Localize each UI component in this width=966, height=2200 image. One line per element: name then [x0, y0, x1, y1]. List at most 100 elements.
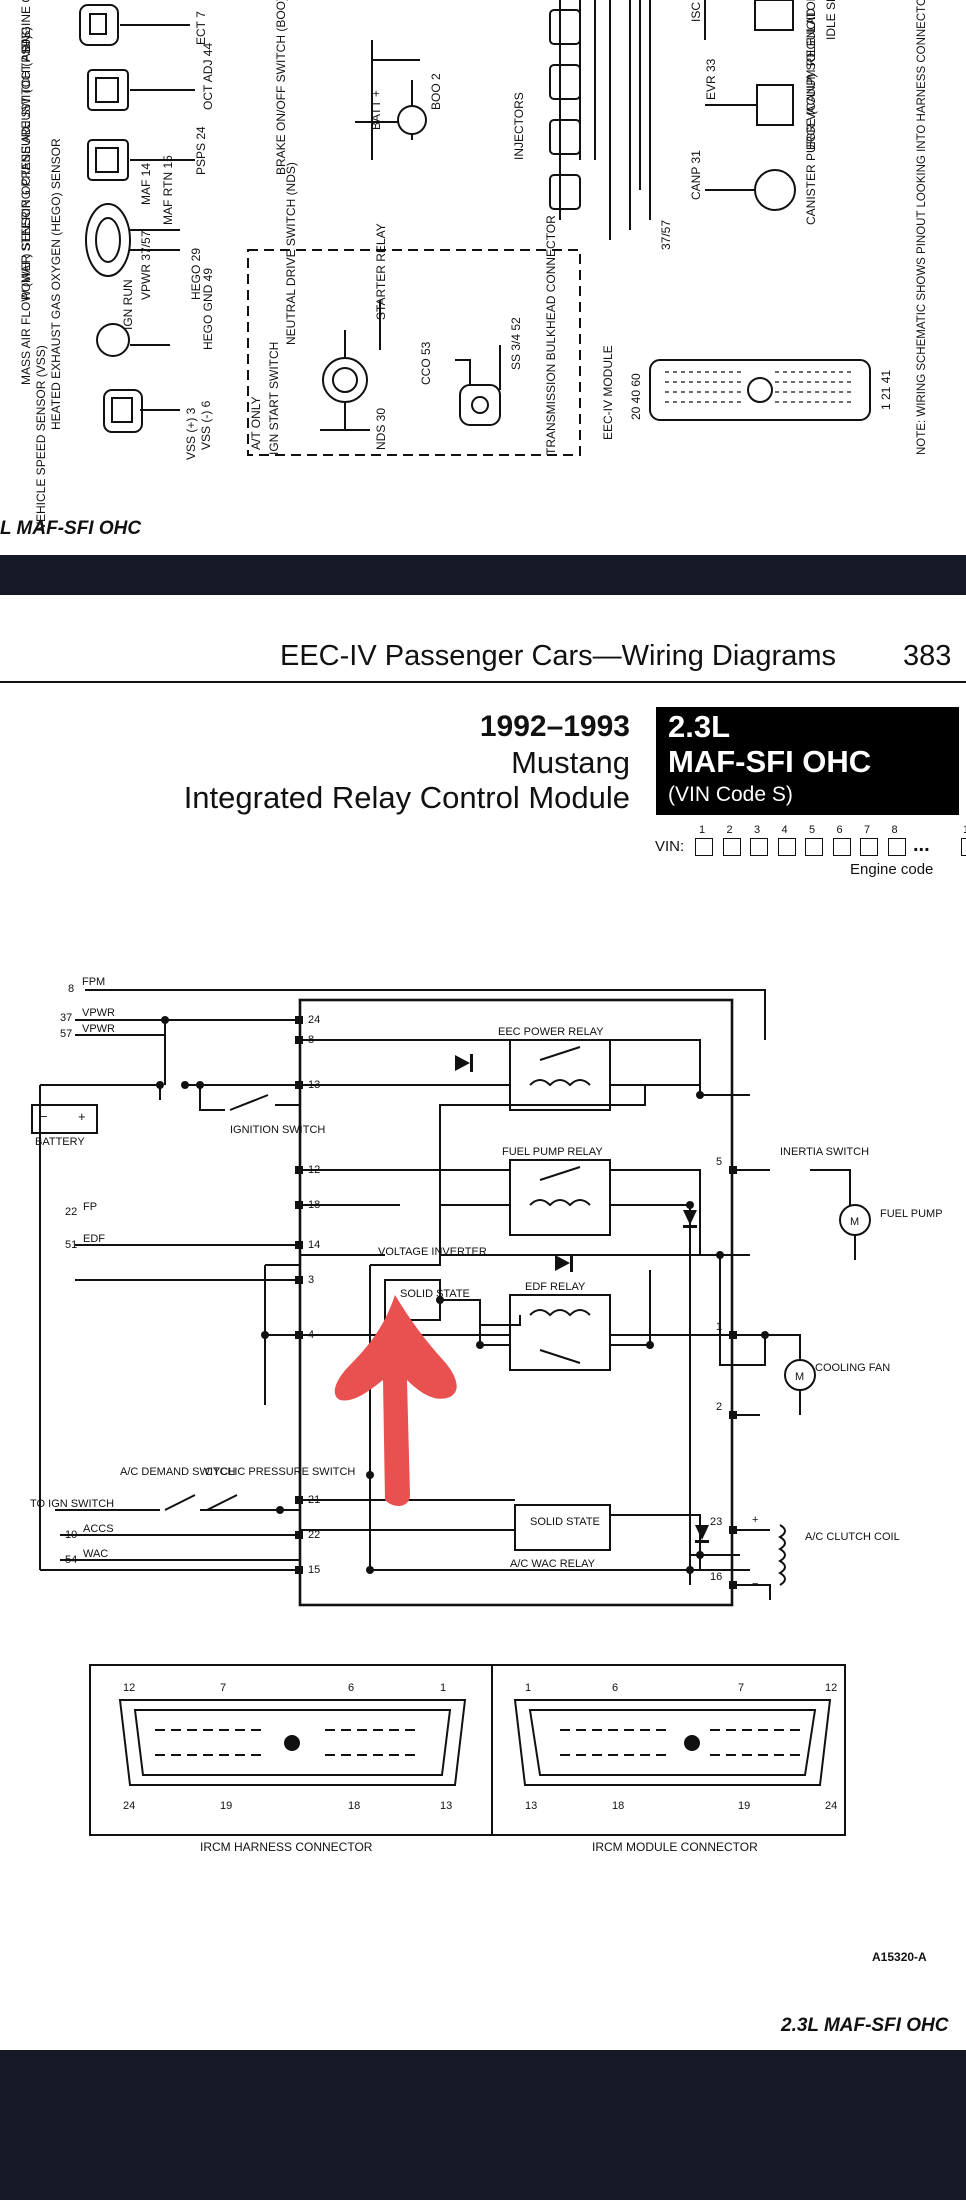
wire-vpwr57-name: VPWR [82, 1023, 115, 1035]
vin-position-number: 4 [781, 824, 788, 836]
vin-box [695, 838, 713, 856]
ignition-switch-label: IGNITION SWITCH [230, 1124, 325, 1136]
junction-dots [156, 1016, 769, 1574]
pin-23: 23 [710, 1516, 722, 1528]
module-pin-bottom-0: 13 [525, 1800, 538, 1812]
engine-size: 2.3L [668, 709, 731, 744]
vin-last-number: 17 [963, 824, 966, 836]
vin-position-number: 8 [891, 824, 898, 836]
vin-position-number: 2 [726, 824, 733, 836]
vin-position-number: 1 [699, 824, 706, 836]
hego-label: HEATED EXHAUST GAS OXYGEN (HEGO) SENSOR [49, 138, 63, 430]
engine-code-label: Engine code [850, 861, 934, 878]
wire-fpm-name: FPM [82, 976, 105, 988]
fuel-pump-relay-box [509, 1159, 611, 1236]
pin-2: 2 [716, 1401, 722, 1413]
harness-pin-top-2: 6 [348, 1682, 355, 1694]
vin-position-number: 5 [809, 824, 816, 836]
previous-wiring-diagram: ENGINE COOLANT TEMP (ECT) SENSOR OCTANE … [19, 0, 928, 530]
harness-pin-bottom-0: 24 [123, 1800, 136, 1812]
model-name: Mustang [511, 745, 630, 780]
boo-pin: BOO 2 [429, 73, 443, 110]
evr-pin: EVR 33 [704, 58, 718, 100]
previous-page-fragment: ENGINE COOLANT TEMP (ECT) SENSOR OCTANE … [0, 0, 966, 555]
pin-5: 5 [716, 1156, 722, 1168]
harness-pin-top-1: 7 [220, 1682, 227, 1694]
psps-label: POWER STEERING PRESSURE SWITCH (PSPS) [19, 27, 33, 300]
ac-clutch-label: A/C CLUTCH COIL [805, 1531, 900, 1543]
edf-relay-box [509, 1294, 611, 1371]
pin-16: 16 [710, 1571, 722, 1583]
ircm-module-outline [298, 998, 734, 1607]
wac-relay-label: A/C WAC RELAY [510, 1558, 596, 1570]
vin-box [805, 838, 823, 856]
battery-label: BATTERY [35, 1136, 85, 1148]
vss-pin: VSS (+) 3 [184, 407, 198, 460]
cco-pin: CCO 53 [419, 341, 433, 385]
at-only: A/T ONLY [249, 396, 263, 450]
page-gap [0, 555, 966, 595]
vin-position-number: 3 [754, 824, 761, 836]
psps-pin: PSPS 24 [194, 126, 208, 175]
wiring-diagram-page: EEC-IV Passenger Cars—Wiring Diagrams 38… [0, 595, 966, 2050]
ect-pin: ECT 7 [194, 11, 208, 45]
harness-pin-bottom-3: 13 [440, 1800, 453, 1812]
harness-pin-top-0: 12 [123, 1682, 136, 1694]
ircm-wiring-schematic: 24 8 13 12 18 14 3 4 21 22 15 5 1 2 23 1… [30, 976, 943, 1836]
harness-pin-bottom-2: 18 [348, 1800, 361, 1812]
arrow-shape [334, 1295, 457, 1507]
batt-label: BATT + [369, 90, 383, 130]
hego-gnd: HEGO GND 49 [201, 268, 215, 350]
maf-rtn: MAF RTN 15 [161, 155, 175, 225]
to-ign-label: TO IGN SWITCH [30, 1498, 114, 1510]
cooling-fan-label: COOLING FAN [815, 1362, 890, 1374]
fuel-pump-relay-label: FUEL PUMP RELAY [502, 1146, 603, 1158]
engine-system: MAF-SFI OHC [668, 744, 872, 779]
inertia-switch-label: INERTIA SWITCH [780, 1146, 869, 1158]
pin-12: 12 [308, 1164, 320, 1176]
module-connector-label: IRCM MODULE CONNECTOR [592, 1840, 758, 1854]
module-pin-top-0: 1 [525, 1682, 532, 1694]
wire-vpwr57-pin: 57 [60, 1028, 72, 1040]
module-pin-top-3: 12 [825, 1682, 838, 1694]
sensor-labels: ENGINE COOLANT TEMP (ECT) SENSOR OCTANE … [19, 0, 928, 530]
red-annotation-arrow [334, 1295, 457, 1507]
module-pin-top-1: 6 [612, 1682, 619, 1694]
idle-label: IDLE SPEED CONTROL (ISC) SOLENOID [824, 0, 838, 40]
wire-edf-name: EDF [83, 1233, 105, 1245]
vin-ellipsis: ... [913, 834, 930, 856]
engine-title-box: 2.3L MAF-SFI OHC (VIN Code S) [656, 707, 959, 815]
harness-connector-label: IRCM HARNESS CONNECTOR [200, 1840, 373, 1854]
pin-15: 15 [308, 1564, 320, 1576]
vin-box [722, 838, 741, 856]
egr-label: EGR VACUUM REGULATOR (EVR) SOLENOID [804, 0, 818, 150]
harness-pin-bottom-1: 19 [220, 1800, 233, 1812]
diagram-subtitle: Integrated Relay Control Module [183, 780, 630, 815]
module-pin-bottom-2: 19 [738, 1800, 751, 1812]
vin-box [961, 838, 966, 856]
bottom-band [0, 2050, 966, 2200]
battery-minus: − [40, 1109, 48, 1124]
module-pin-bottom-3: 24 [825, 1800, 838, 1812]
nds-pin: NDS 30 [374, 408, 388, 450]
header-rule [0, 681, 966, 683]
module-pins-b: 1 21 41 [879, 370, 893, 410]
eec-power-relay-box [509, 1039, 611, 1111]
fuel-pump-label: FUEL PUMP [880, 1208, 943, 1220]
wire-vpwr37-pin: 37 [60, 1012, 72, 1024]
canister-label: CANISTER PURGE (CANP) SOLENOID [804, 8, 818, 225]
trans-connector: TRANSMISSION BULKHEAD CONNECTOR [544, 215, 558, 455]
ac-clutch-minus: − [752, 1578, 758, 1590]
brake-label: BRAKE ON/OFF SWITCH (BOO) [274, 0, 288, 175]
canp-pin: CANP 31 [689, 150, 703, 200]
vpwr-pin: VPWR 37/57 [139, 230, 153, 300]
model-years: 1992–1993 [479, 710, 630, 743]
maf-label: MASS AIR FLOW (MAF) SENSOR [19, 199, 33, 385]
module-pins-a: 20 40 60 [629, 373, 643, 420]
pin-21: 21 [308, 1494, 320, 1506]
ss34-pin: SS 3/4 52 [509, 317, 523, 370]
vin-position-number: 7 [864, 824, 871, 836]
eec-power-relay-label: EEC POWER RELAY [498, 1026, 604, 1038]
vin-label: VIN: [655, 838, 685, 855]
vss-minus: VSS (-) 6 [199, 400, 213, 450]
